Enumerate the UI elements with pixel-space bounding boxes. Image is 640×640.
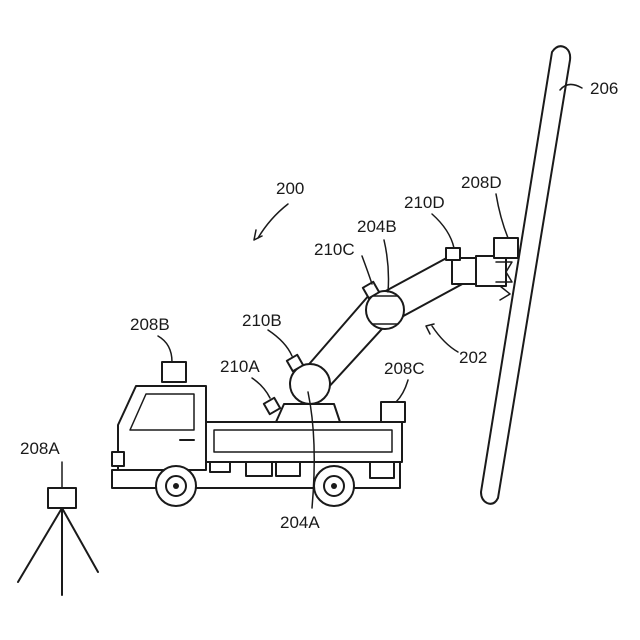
leader-elbow-joint: [384, 240, 389, 292]
tripod: [18, 488, 98, 595]
rear-wheel: [314, 466, 354, 506]
leader-base-marker: [252, 378, 270, 398]
truck-bed: [206, 422, 402, 462]
label-elbow-joint: 204B: [357, 217, 397, 236]
leader-system: [258, 204, 288, 238]
label-truck-joint: 204A: [280, 513, 320, 532]
bed-sensor-box: [381, 402, 405, 422]
front-wheel: [156, 466, 196, 506]
wrist-marker-block: [446, 248, 460, 260]
leader-tool-sensor: [496, 194, 508, 238]
leader-cab-sensor: [158, 336, 172, 362]
leader-wrist-marker: [432, 214, 454, 248]
label-lower-arm-marker: 210B: [242, 311, 282, 330]
label-system: 200: [276, 179, 304, 198]
leader-lower-arm-marker: [268, 330, 292, 356]
label-wrist-marker: 210D: [404, 193, 445, 212]
boom-arrowhead: [426, 324, 434, 334]
base-marker-block: [264, 398, 280, 414]
label-ground-sensor: 208A: [20, 439, 60, 458]
label-tool-sensor: 208D: [461, 173, 502, 192]
leader-boom: [432, 326, 458, 352]
cab-sensor-box: [162, 362, 186, 382]
label-pole: 206: [590, 79, 618, 98]
label-base-marker: 210A: [220, 357, 260, 376]
label-boom: 202: [459, 348, 487, 367]
wrist-block: [452, 258, 478, 284]
label-bed-sensor: 208C: [384, 359, 425, 378]
system-arrowhead: [254, 230, 262, 240]
boom-assembly: [264, 238, 518, 422]
leader-elbow-marker: [362, 256, 372, 284]
ground-sensor-box: [48, 488, 76, 508]
leader-bed-sensor: [396, 380, 408, 402]
turret-base: [276, 404, 340, 422]
tool-sensor-box: [494, 238, 518, 258]
label-cab-sensor: 208B: [130, 315, 170, 334]
label-elbow-marker: 210C: [314, 240, 355, 259]
